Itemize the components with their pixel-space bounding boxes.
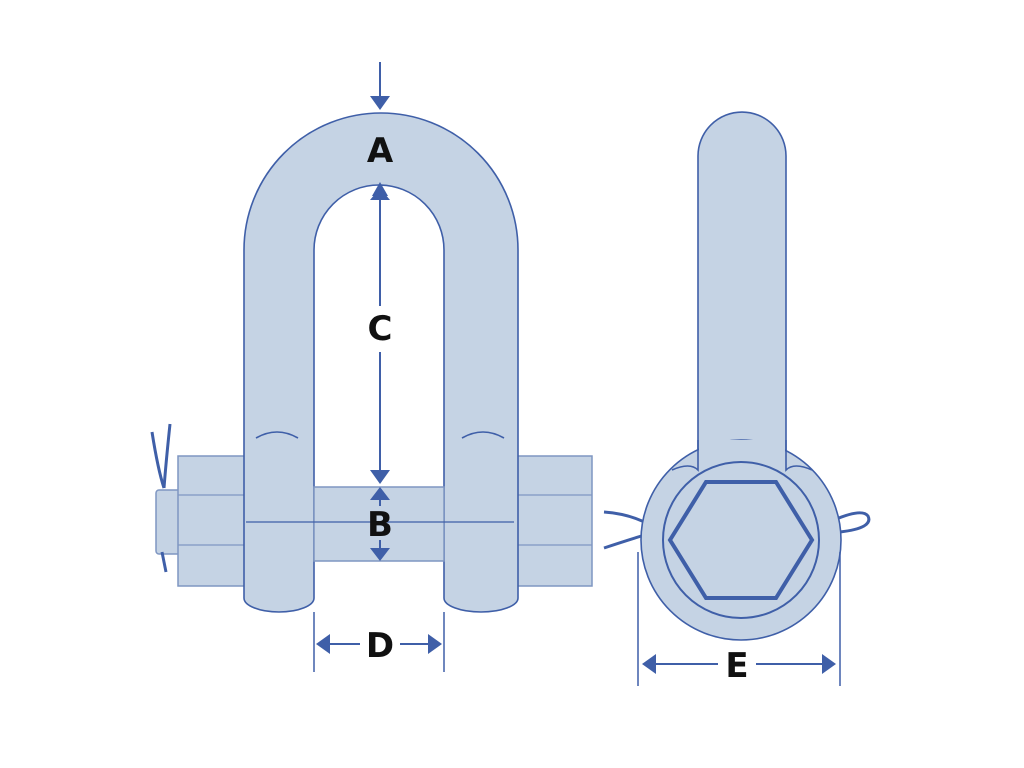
shackle-bow [243,112,519,613]
dimension-e: E [637,552,841,686]
label-a: A [367,131,394,171]
dimension-c: C [368,188,393,484]
left-nut [155,455,247,587]
label-b: B [367,505,393,545]
front-view: A C B D [150,62,593,672]
label-c: C [368,309,393,349]
dimension-b: B [367,487,393,561]
hex-nut [667,480,815,600]
label-d: D [366,626,394,666]
right-pin-end [513,455,593,587]
label-e: E [725,646,748,686]
shackle-side-shank [697,111,787,475]
dimension-d: D [313,612,445,672]
side-view: E [603,111,871,686]
cotter-pin-left [150,423,172,573]
